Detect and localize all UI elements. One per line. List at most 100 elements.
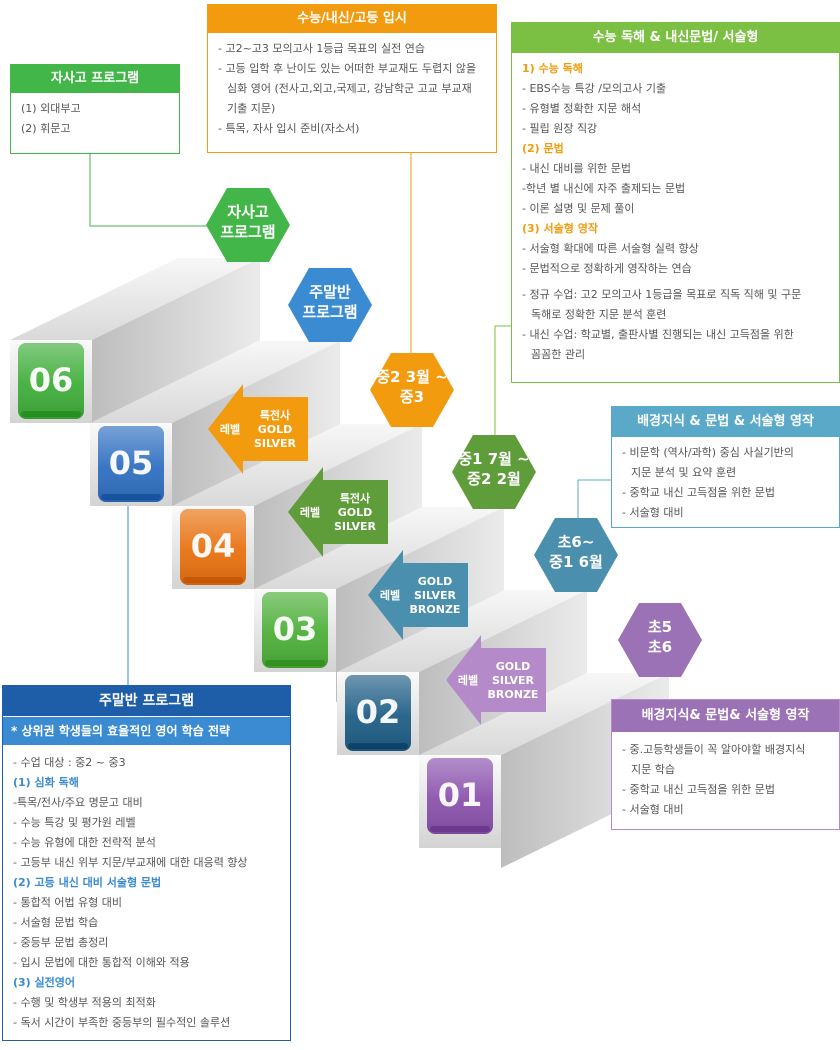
tile-shadow xyxy=(348,743,408,749)
dokhae-line: - 서술형 확대에 따른 서술형 실력 향상 xyxy=(522,239,829,259)
dokhae-extra-line: - 내신 수업: 학교별, 출판사별 진행되는 내신 고득점을 위한 xyxy=(522,325,829,345)
hexagon-label: 프로그램 xyxy=(302,303,357,321)
step-number: 01 xyxy=(438,776,483,814)
level-label: 레벨 xyxy=(458,673,478,687)
level-tier-label: SILVER xyxy=(414,589,457,602)
box-suneung-title: 수능/내신/고등 입시 xyxy=(208,5,496,33)
level-label: 레벨 xyxy=(380,588,400,602)
connector-line xyxy=(495,326,511,438)
hexagon-label: 초6~ xyxy=(558,533,595,551)
level-tier-label: GOLD xyxy=(338,506,373,519)
step-tile-06: 06 xyxy=(18,343,84,419)
weekend-line: - 중등부 문법 총정리 xyxy=(13,933,280,953)
box-jasago-program: 자사고 프로그램 (1) 외대부고(2) 휘문고 xyxy=(10,64,180,154)
level-label: 레벨 xyxy=(220,422,240,436)
hexagon-label: 중3 xyxy=(400,388,424,406)
level-tier-label: 특전사 xyxy=(260,408,291,422)
dokhae-extra-line: - 정규 수업: 고2 모의고사 1등급을 목표로 직독 직해 및 구문 xyxy=(522,285,829,305)
weekend-line: - 입시 문법에 대한 통합적 이해와 적용 xyxy=(13,953,280,973)
weekend-line: - 통합적 어법 유형 대비 xyxy=(13,893,280,913)
hexagon-label: 중1 6월 xyxy=(549,553,603,571)
hexagon-marker: 중1 7월 ~중2 2월 xyxy=(452,435,536,509)
weekend-intro-line: - 수업 대상 : 중2 ~ 중3 xyxy=(13,753,280,773)
step-number: 03 xyxy=(273,610,318,648)
suneung-line: - 특목, 자사 입시 준비(자소서) xyxy=(218,119,486,139)
level-tier-label: SILVER xyxy=(492,674,535,687)
hexagon-label: 중1 7월 ~ xyxy=(458,450,530,468)
weekend-line: - 수행 및 학생부 적용의 최적화 xyxy=(13,993,280,1013)
weekend-section-title: (1) 심화 독해 xyxy=(13,773,280,793)
hexagon-label: 자사고 xyxy=(227,203,269,221)
dokhae-line: - EBS수능 특강 /모의고사 기출 xyxy=(522,79,829,99)
box-bg1-title: 배경지식 & 문법 & 서술형 영작 xyxy=(612,407,839,437)
box-weekend-subtitle: * 상위권 학생들의 효율적인 영어 학습 전략 xyxy=(3,716,290,745)
hexagon-marker: 초5초6 xyxy=(618,603,702,677)
suneung-line: 심화 영어 (전사고,외고,국제고, 강남학군 고교 부교재 xyxy=(218,79,486,99)
box-dokhae-body: 1) 수능 독해- EBS수능 특강 /모의고사 기출- 유형별 정확한 지문 … xyxy=(512,53,839,371)
level-tier-label: SILVER xyxy=(334,520,377,533)
box-bg2-title: 배경지식& 문법& 서술형 영작 xyxy=(612,700,839,732)
bg1-line: 지문 분석 및 요약 훈련 xyxy=(622,463,829,483)
level-tier-label: GOLD xyxy=(258,423,293,436)
step-number: 05 xyxy=(109,444,154,482)
connector-line xyxy=(90,154,210,226)
bg2-line: - 중.고등학생들이 꼭 알아야할 배경지식 xyxy=(622,740,829,760)
dokhae-line: - 이론 설명 및 문제 풀이 xyxy=(522,199,829,219)
dokhae-line: - 문법적으로 정확하게 영작하는 연습 xyxy=(522,259,829,279)
weekend-section-title: (2) 고등 내신 대비 서술형 문법 xyxy=(13,873,280,893)
bg2-line: - 서술형 대비 xyxy=(622,800,829,820)
dokhae-line: - 필립 원장 직강 xyxy=(522,119,829,139)
tile-shadow xyxy=(21,411,81,417)
bg2-line: - 중학교 내신 고득점을 위한 문법 xyxy=(622,780,829,800)
box-dokhae-title: 수능 독해 & 내신문법/ 서술형 xyxy=(512,23,839,53)
box-weekend-body: - 수업 대상 : 중2 ~ 중3(1) 심화 독해-특목/전사/주요 명문고 … xyxy=(3,745,290,1039)
suneung-line: - 고등 입학 후 난이도 있는 어떠한 부교재도 두렵지 않을 xyxy=(218,59,486,79)
box-bg1-body: - 비문학 (역사/과학) 중심 사실기반의 지문 분석 및 요약 훈련- 중학… xyxy=(612,437,839,529)
weekend-section-title: (3) 실전영어 xyxy=(13,973,280,993)
bg1-line: - 중학교 내신 고득점을 위한 문법 xyxy=(622,483,829,503)
step-tile-01: 01 xyxy=(427,758,493,834)
step-number: 04 xyxy=(191,527,236,565)
weekend-line: - 서술형 문법 학습 xyxy=(13,913,280,933)
level-tier-label: SILVER xyxy=(254,437,297,450)
box-jasago-body: (1) 외대부고(2) 휘문고 xyxy=(11,93,179,145)
weekend-line: -특목/전사/주요 명문고 대비 xyxy=(13,793,280,813)
hexagon-label: 프로그램 xyxy=(220,223,275,241)
dokhae-section-title: (3) 서술형 영작 xyxy=(522,219,829,239)
connector-line xyxy=(578,480,611,520)
weekend-line: - 수능 유형에 대한 전략적 분석 xyxy=(13,833,280,853)
tile-shadow xyxy=(265,660,325,666)
box-bg2-body: - 중.고등학생들이 꼭 알아야할 배경지식 지문 학습- 중학교 내신 고득점… xyxy=(612,732,839,826)
jasago-line: (1) 외대부고 xyxy=(21,99,169,119)
hexagon-label: 초5 xyxy=(648,618,672,636)
level-tier-label: BRONZE xyxy=(410,603,461,616)
dokhae-extra-line: 독해로 정확한 지문 분석 훈련 xyxy=(522,305,829,325)
tile-shadow xyxy=(183,577,243,583)
dokhae-extra-line: 꼼꼼한 관리 xyxy=(522,345,829,365)
level-tier-label: BRONZE xyxy=(488,688,539,701)
box-weekend-title: 주말반 프로그램 xyxy=(3,686,290,716)
dokhae-line: - 유형별 정확한 지문 해석 xyxy=(522,99,829,119)
dokhae-section-title: (2) 문법 xyxy=(522,139,829,159)
step-number: 02 xyxy=(356,693,401,731)
weekend-line: - 독서 시간이 부족한 중등부의 필수적인 솔루션 xyxy=(13,1013,280,1033)
box-weekend-program: 주말반 프로그램 * 상위권 학생들의 효율적인 영어 학습 전략 - 수업 대… xyxy=(2,685,291,1041)
bg1-line: - 비문학 (역사/과학) 중심 사실기반의 xyxy=(622,443,829,463)
suneung-line: 기출 지문) xyxy=(218,99,486,119)
weekend-line: - 고등부 내신 위부 지문/부교재에 대한 대응력 향상 xyxy=(13,853,280,873)
level-tier-label: 특전사 xyxy=(340,491,371,505)
level-tier-label: GOLD xyxy=(496,660,531,673)
jasago-line: (2) 휘문고 xyxy=(21,119,169,139)
level-label: 레벨 xyxy=(300,505,320,519)
step-tile-02: 02 xyxy=(345,675,411,751)
box-suneung-admissions: 수능/내신/고등 입시 - 고2~고3 모의고사 1등급 목표의 실전 연습- … xyxy=(207,4,497,153)
weekend-line: - 수능 특강 및 평가원 레벨 xyxy=(13,813,280,833)
step-number: 06 xyxy=(29,361,74,399)
box-background-knowledge-2: 배경지식& 문법& 서술형 영작 - 중.고등학생들이 꼭 알아야할 배경지식 … xyxy=(611,699,840,830)
bg1-line: - 서술형 대비 xyxy=(622,503,829,523)
bg2-line: 지문 학습 xyxy=(622,760,829,780)
box-suneung-body: - 고2~고3 모의고사 1등급 목표의 실전 연습- 고등 입학 후 난이도 … xyxy=(208,33,496,145)
box-dokhae-grammar: 수능 독해 & 내신문법/ 서술형 1) 수능 독해- EBS수능 특강 /모의… xyxy=(511,22,840,383)
hexagon-label: 초6 xyxy=(648,638,672,656)
